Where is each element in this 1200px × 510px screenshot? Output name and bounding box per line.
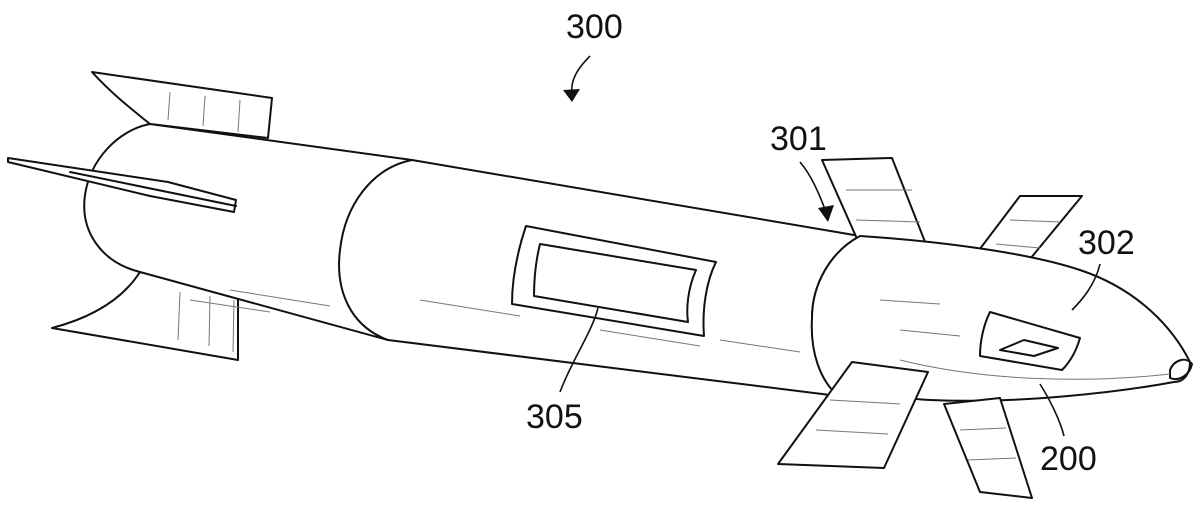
label-200: 200 (1040, 440, 1097, 478)
rear-body (83, 123, 413, 341)
leader-302 (1071, 263, 1101, 311)
leader-301 (799, 161, 834, 222)
label-305: 305 (526, 398, 583, 436)
label-301: 301 (770, 120, 827, 158)
access-window (511, 225, 717, 337)
label-302: 302 (1078, 224, 1135, 262)
nose-sensor-window (979, 311, 1081, 371)
rear-side-fin (7, 157, 237, 213)
front-lower-fin (777, 361, 929, 469)
rear-upper-fin (91, 71, 273, 139)
label-300: 300 (566, 8, 623, 46)
front-right-lower-fin (943, 397, 1033, 499)
leader-305 (559, 307, 599, 393)
rear-lower-fin (51, 271, 239, 361)
leader-300 (563, 55, 591, 102)
leader-200 (1039, 383, 1065, 437)
